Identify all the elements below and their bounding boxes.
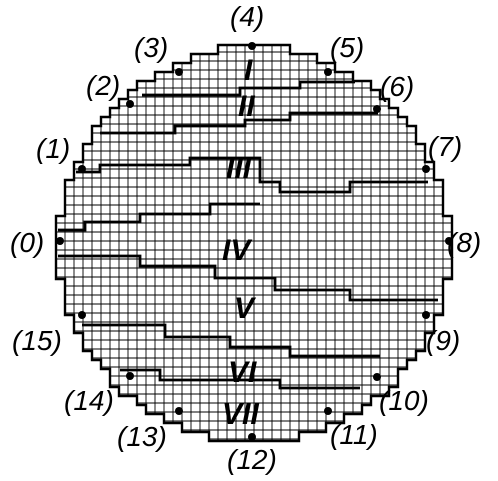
point-label-11: (11) (330, 419, 378, 450)
point-label-6: (6) (380, 71, 414, 102)
point-label-14: (14) (64, 385, 114, 416)
point-marker-7 (422, 165, 430, 173)
point-marker-2 (126, 100, 134, 108)
point-label-15: (15) (12, 325, 62, 356)
point-marker-13 (175, 407, 183, 415)
point-label-13: (13) (117, 421, 167, 452)
wafer-outline (54, 43, 454, 443)
point-marker-14 (126, 372, 134, 380)
point-marker-0 (56, 237, 64, 245)
point-label-12: (12) (227, 444, 277, 475)
point-labels: (0) (1) (2) (3) (4) (5) (6) (7) (8) (9) … (10, 1, 481, 475)
point-marker-11 (324, 407, 332, 415)
region-boundaries (58, 80, 438, 390)
point-label-4: (4) (230, 1, 264, 32)
point-marker-5 (324, 68, 332, 76)
region-label-VI: VI (228, 356, 257, 389)
point-marker-12 (248, 433, 256, 441)
point-marker-8 (445, 237, 453, 245)
boundary-VI-VII (120, 368, 360, 390)
boundary-IV-V-upper (58, 202, 260, 232)
point-label-8: (8) (447, 227, 481, 258)
region-label-II: II (238, 90, 255, 123)
point-marker-4 (248, 42, 256, 50)
region-labels: I II III IV V VI VII (222, 54, 259, 431)
point-label-3: (3) (134, 32, 168, 63)
point-label-2: (2) (86, 70, 120, 101)
boundary-III-IV (76, 156, 428, 194)
point-marker-15 (78, 311, 86, 319)
point-label-0: (0) (10, 227, 44, 258)
region-label-V: V (234, 292, 257, 325)
region-label-VII: VII (222, 398, 259, 431)
point-marker-9 (422, 311, 430, 319)
point-label-5: (5) (330, 32, 364, 63)
region-label-I: I (244, 54, 253, 87)
point-marker-3 (175, 68, 183, 76)
point-marker-10 (373, 373, 381, 381)
boundary-IV-V-lower (58, 254, 438, 302)
point-label-10: (10) (379, 385, 429, 416)
perimeter-points (56, 42, 453, 441)
point-label-9: (9) (426, 325, 460, 356)
point-label-7: (7) (428, 131, 462, 162)
point-marker-1 (78, 165, 86, 173)
point-label-1: (1) (36, 133, 70, 164)
region-label-III: III (226, 152, 252, 185)
boundary-V-VI (82, 323, 380, 358)
point-marker-6 (373, 105, 381, 113)
boundary-I-II (142, 80, 355, 97)
region-label-IV: IV (222, 234, 253, 267)
boundary-II-III (100, 111, 378, 135)
